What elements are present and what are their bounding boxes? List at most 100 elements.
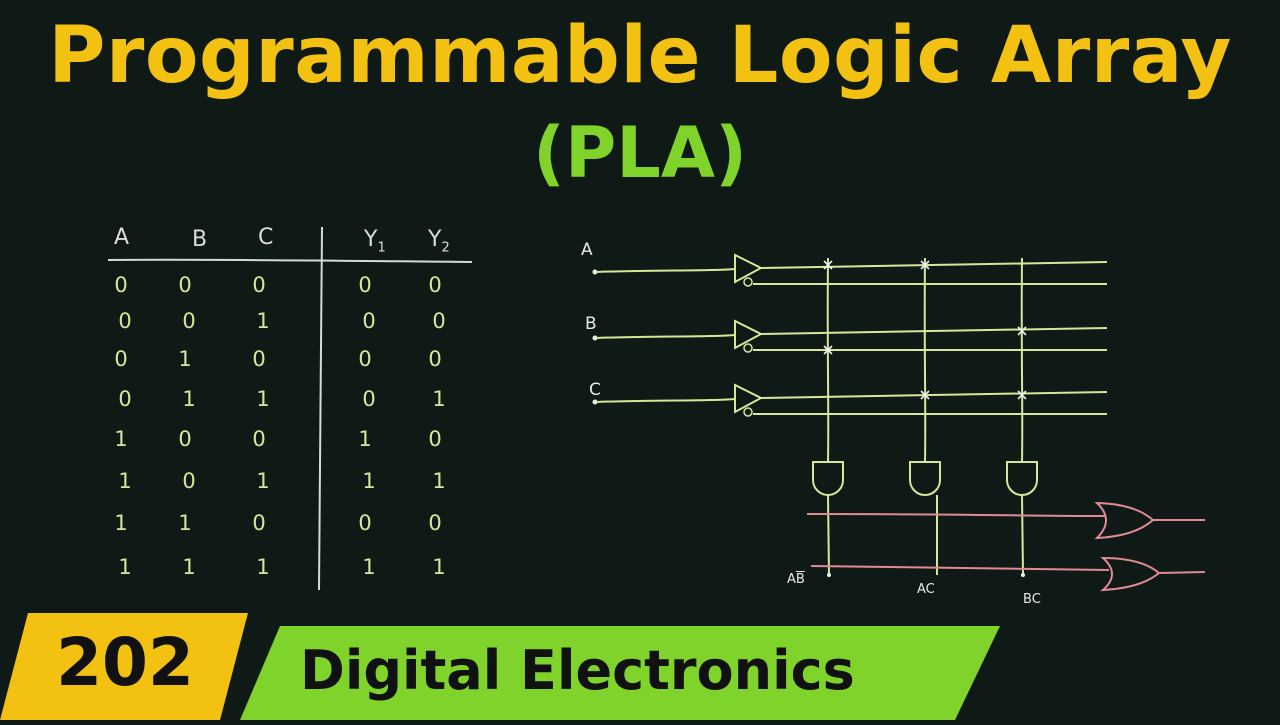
- input-label-b: B: [585, 314, 597, 334]
- course-banner: [240, 622, 1000, 720]
- truth-cell-r3-c2: 1: [178, 347, 192, 371]
- product-line-2: [923, 257, 927, 463]
- episode-number-badge: [0, 605, 250, 720]
- truth-cell-r8-c5: 1: [432, 555, 446, 579]
- and-gate-3: [1006, 461, 1038, 496]
- truth-cell-r2-c1: 0: [118, 309, 132, 333]
- input-line-c: [594, 398, 736, 403]
- pla-circuit-drawing: [592, 253, 1206, 592]
- true-line-b: [760, 327, 1108, 335]
- truth-cell-r8-c4: 1: [362, 555, 376, 579]
- truth-cell-r7-c3: 0: [252, 511, 266, 535]
- header-y2: Y2: [428, 227, 450, 255]
- input-line-a: [594, 268, 736, 273]
- episode-number: 202: [56, 624, 194, 701]
- truth-cell-r1-c5: 0: [428, 273, 442, 297]
- fuse-connection-4: [920, 390, 930, 400]
- course-title: Digital Electronics: [300, 639, 855, 702]
- truth-cell-r1-c1: 0: [114, 273, 128, 297]
- fuse-connection-1: [823, 260, 833, 270]
- truth-cell-r1-c4: 0: [358, 273, 372, 297]
- pla-circuit: A B C AB AC BC: [575, 230, 1215, 610]
- header-y1-sub: 1: [377, 240, 386, 256]
- input-line-b: [594, 334, 736, 339]
- truth-cell-r1-c3: 0: [252, 273, 266, 297]
- truth-cell-r7-c4: 0: [358, 511, 372, 535]
- fuse-connection-6: [1017, 390, 1027, 400]
- header-b: B: [192, 227, 208, 252]
- truth-cell-r5-c2: 0: [178, 427, 192, 451]
- truth-cell-r5-c3: 0: [252, 427, 266, 451]
- true-line-c: [760, 391, 1108, 399]
- or-line-2: [810, 565, 1110, 571]
- or-line-1: [806, 513, 1106, 517]
- input-label-a: A: [581, 240, 593, 260]
- truth-cell-r2-c2: 0: [182, 309, 196, 333]
- episode-number-shape: [0, 613, 248, 720]
- truth-cell-r7-c5: 0: [428, 511, 442, 535]
- buffer-gate-a: [734, 253, 764, 284]
- and-gate-1: [812, 461, 844, 496]
- truth-cell-r8-c1: 1: [118, 555, 132, 579]
- fuse-connection-3: [823, 345, 833, 355]
- header-y2-sub: 2: [441, 240, 450, 256]
- input-label-c: C: [589, 380, 601, 400]
- truth-table-lines: [107, 226, 473, 591]
- truth-cell-r6-c2: 0: [182, 469, 196, 493]
- or-output-2: [1158, 571, 1206, 574]
- product-term-ab-a: A: [787, 572, 796, 587]
- and-output-line-1: [827, 494, 830, 576]
- product-term-bc: BC: [1023, 592, 1041, 607]
- header-y1-base: Y: [364, 227, 378, 252]
- truth-cell-r2-c5: 0: [432, 309, 446, 333]
- and-output-dot-1: [827, 573, 831, 577]
- truth-cell-r5-c1: 1: [114, 427, 128, 451]
- truth-cell-r7-c2: 1: [178, 511, 192, 535]
- truth-cell-r3-c5: 0: [428, 347, 442, 371]
- truth-cell-r1-c2: 0: [178, 273, 192, 297]
- buffer-gate-c: [734, 383, 764, 414]
- inverter-bubble-a: [743, 277, 753, 287]
- truth-cell-r8-c3: 1: [256, 555, 270, 579]
- truth-cell-r3-c3: 0: [252, 347, 266, 371]
- inverter-bubble-c: [743, 407, 753, 417]
- truth-cell-r4-c3: 1: [256, 387, 270, 411]
- header-y1: Y1: [364, 227, 386, 255]
- truth-cell-r6-c5: 1: [432, 469, 446, 493]
- truth-cell-r6-c3: 1: [256, 469, 270, 493]
- truth-cell-r4-c1: 0: [118, 387, 132, 411]
- true-line-a: [760, 261, 1108, 269]
- product-term-ab-not: AB: [787, 572, 805, 587]
- truth-cell-r2-c4: 0: [362, 309, 376, 333]
- course-banner-shape: [240, 626, 1000, 720]
- truth-cell-r4-c2: 1: [182, 387, 196, 411]
- and-gate-2: [909, 461, 941, 496]
- truth-cell-r4-c5: 1: [432, 387, 446, 411]
- truth-cell-r5-c4: 1: [358, 427, 372, 451]
- product-line-1: [826, 257, 830, 463]
- inverter-bubble-b: [743, 343, 753, 353]
- page-subtitle: (PLA): [532, 112, 748, 194]
- buffer-gate-b: [734, 319, 764, 350]
- header-c: C: [258, 225, 274, 250]
- truth-cell-r5-c5: 0: [428, 427, 442, 451]
- header-a: A: [114, 225, 130, 250]
- or-gate-2: [1100, 556, 1161, 592]
- fuse-connection-5: [1017, 326, 1027, 336]
- product-term-ab-b: B: [795, 572, 805, 587]
- and-output-dot-3: [1021, 573, 1025, 577]
- fuse-connection-2: [920, 260, 930, 270]
- truth-cell-r6-c4: 1: [362, 469, 376, 493]
- product-term-ac: AC: [917, 582, 935, 597]
- or-gate-1: [1094, 501, 1155, 540]
- truth-cell-r8-c2: 1: [182, 555, 196, 579]
- header-y2-base: Y: [428, 227, 442, 252]
- truth-cell-r7-c1: 1: [114, 511, 128, 535]
- and-output-line-3: [1021, 494, 1024, 576]
- truth-cell-r2-c3: 1: [256, 309, 270, 333]
- truth-cell-r3-c1: 0: [114, 347, 128, 371]
- truth-cell-r6-c1: 1: [118, 469, 132, 493]
- product-line-3: [1020, 257, 1024, 463]
- truth-cell-r4-c4: 0: [362, 387, 376, 411]
